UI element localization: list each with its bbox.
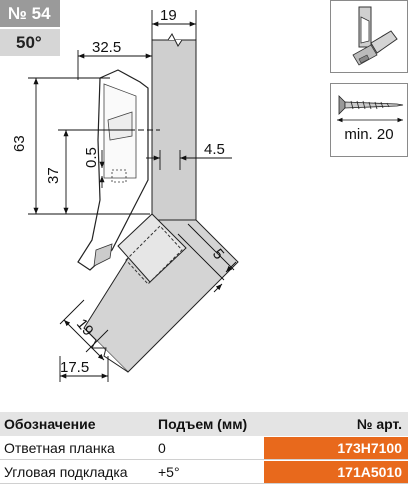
hinge-technical-drawing: 19 32.5 63 37 0.5 4.5 5 19 17.5 bbox=[11, 7, 239, 382]
row-name: Ответная планка bbox=[4, 439, 115, 456]
column-header-lift: Подъем (мм) bbox=[158, 416, 248, 432]
screw-min-length: min. 20 bbox=[344, 126, 394, 143]
dim-offset: 0.5 bbox=[83, 147, 100, 168]
column-header-name: Обозначение bbox=[4, 416, 96, 432]
mounting-plate bbox=[117, 213, 187, 285]
dim-height-total: 63 bbox=[11, 135, 28, 152]
table-header-row: Обозначение Подъем (мм) № арт. bbox=[0, 412, 408, 436]
dim-bottom-offset: 17.5 bbox=[60, 359, 89, 376]
dim-bore-distance: 4.5 bbox=[204, 141, 225, 158]
dimension-lines bbox=[28, 10, 237, 382]
row-lift: 0 bbox=[158, 439, 166, 456]
screw-requirement-panel: min. 20 bbox=[330, 83, 408, 157]
row-article-code[interactable]: 171A5010 bbox=[264, 460, 408, 483]
cabinet-side-panel bbox=[151, 33, 197, 221]
table-row: Угловая подкладка +5° 171A5010 bbox=[0, 460, 408, 484]
dim-top-width: 19 bbox=[160, 7, 177, 24]
specification-table: Обозначение Подъем (мм) № арт. Ответная … bbox=[0, 412, 408, 484]
row-name: Угловая подкладка bbox=[4, 463, 128, 480]
table-row: Ответная планка 0 173H7100 bbox=[0, 436, 408, 460]
dim-overlay: 32.5 bbox=[92, 39, 121, 56]
screw-icon bbox=[337, 95, 404, 123]
row-article-code[interactable]: 173H7100 bbox=[264, 436, 408, 459]
row-lift: +5° bbox=[158, 463, 180, 480]
product-number-badge: № 54 bbox=[0, 0, 60, 27]
hinge-arm bbox=[77, 69, 149, 271]
hinge-thumbnail-panel bbox=[330, 0, 408, 73]
hinge-thumbnail-icon bbox=[352, 6, 398, 66]
column-header-code: № арт. bbox=[356, 416, 402, 432]
dim-height-mid: 37 bbox=[45, 167, 62, 184]
angle-badge: 50° bbox=[0, 29, 60, 56]
